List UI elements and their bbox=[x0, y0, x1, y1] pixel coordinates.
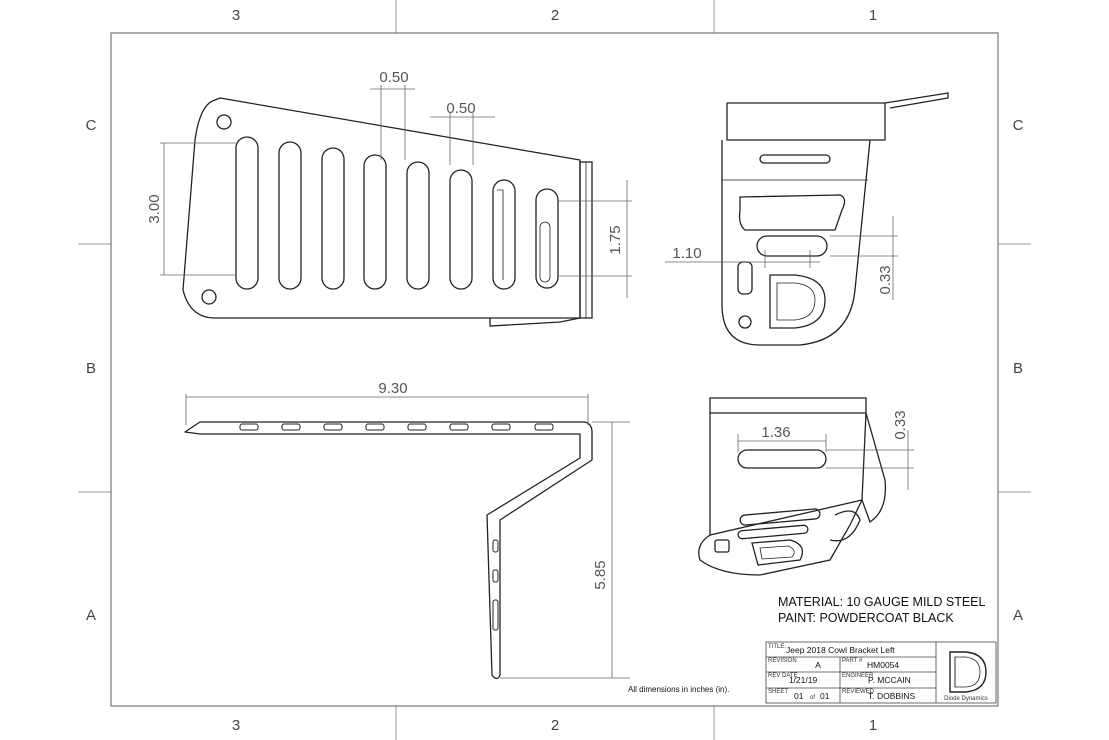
material-note: MATERIAL: 10 GAUGE MILD STEEL bbox=[778, 595, 986, 609]
rev-date-value: 1/21/19 bbox=[789, 675, 818, 685]
part-value: HM0054 bbox=[867, 660, 899, 670]
dim-bottom-slot-length: 1.36 bbox=[761, 424, 790, 441]
title-label: TITLE: bbox=[768, 644, 786, 650]
part-label: PART # bbox=[842, 658, 863, 664]
revision-value: A bbox=[815, 660, 821, 670]
zone-row-left-c: C bbox=[86, 117, 97, 134]
zone-row-left-b: B bbox=[86, 360, 96, 377]
drawing-title: Jeep 2018 Cowl Bracket Left bbox=[786, 645, 895, 655]
revision-label: REVISION bbox=[768, 658, 797, 664]
flat-view-dimension-lines bbox=[160, 85, 632, 298]
dim-slot-gap-2: 0.50 bbox=[446, 100, 475, 117]
zone-row-right-b: B bbox=[1013, 360, 1023, 377]
zone-col-top-3: 3 bbox=[232, 7, 240, 24]
zone-col-bottom-3: 3 bbox=[232, 717, 240, 734]
sheet-label: SHEET bbox=[768, 689, 788, 695]
flat-view bbox=[182, 97, 593, 327]
drawing-border bbox=[110, 32, 999, 707]
engineer-value: P. MCCAIN bbox=[868, 675, 911, 685]
rev-date-label: REV DATE bbox=[768, 673, 798, 679]
zone-col-top-2: 2 bbox=[551, 7, 559, 24]
sheet-num: 01 bbox=[794, 691, 804, 701]
end-view bbox=[721, 92, 949, 346]
sheet-total: 01 bbox=[820, 691, 830, 701]
engineer-label: ENGINEER bbox=[842, 673, 874, 679]
side-view-slots bbox=[239, 423, 554, 631]
reviewed-value: T. DOBBINS bbox=[868, 691, 916, 701]
end-view-dimension-lines bbox=[665, 216, 898, 300]
company-name: Diode Dynamics bbox=[944, 696, 988, 702]
zone-row-right-c: C bbox=[1013, 117, 1024, 134]
dim-bottom-slot-width: 0.33 bbox=[892, 410, 909, 439]
units-note: All dimensions in inches (in). bbox=[628, 685, 729, 694]
dim-slot-gap-1: 0.50 bbox=[379, 69, 408, 86]
iso-view-dimension-lines bbox=[737, 430, 914, 490]
side-view bbox=[184, 421, 593, 680]
reviewed-label: REVIEWED bbox=[842, 689, 875, 695]
zone-col-bottom-1: 1 bbox=[869, 717, 877, 734]
dim-side-slot-width: 0.33 bbox=[877, 265, 894, 294]
paint-note: PAINT: POWDERCOAT BLACK bbox=[778, 611, 954, 625]
dim-short-slot: 1.75 bbox=[607, 225, 624, 254]
dim-overall-length: 9.30 bbox=[378, 380, 407, 397]
zone-col-bottom-2: 2 bbox=[551, 717, 559, 734]
company-logo bbox=[949, 651, 987, 693]
zone-ticks bbox=[78, 0, 1031, 740]
zone-row-left-a: A bbox=[86, 607, 96, 624]
iso-view bbox=[698, 397, 887, 576]
dim-side-slot-offset: 1.10 bbox=[672, 245, 701, 262]
title-block bbox=[765, 641, 997, 704]
dim-leg-height: 5.85 bbox=[592, 560, 609, 589]
zone-col-top-1: 1 bbox=[869, 7, 877, 24]
dim-slot-height: 3.00 bbox=[146, 194, 163, 223]
zone-row-right-a: A bbox=[1013, 607, 1023, 624]
sheet-of: of bbox=[810, 695, 815, 701]
side-view-dimension-lines bbox=[185, 394, 630, 679]
